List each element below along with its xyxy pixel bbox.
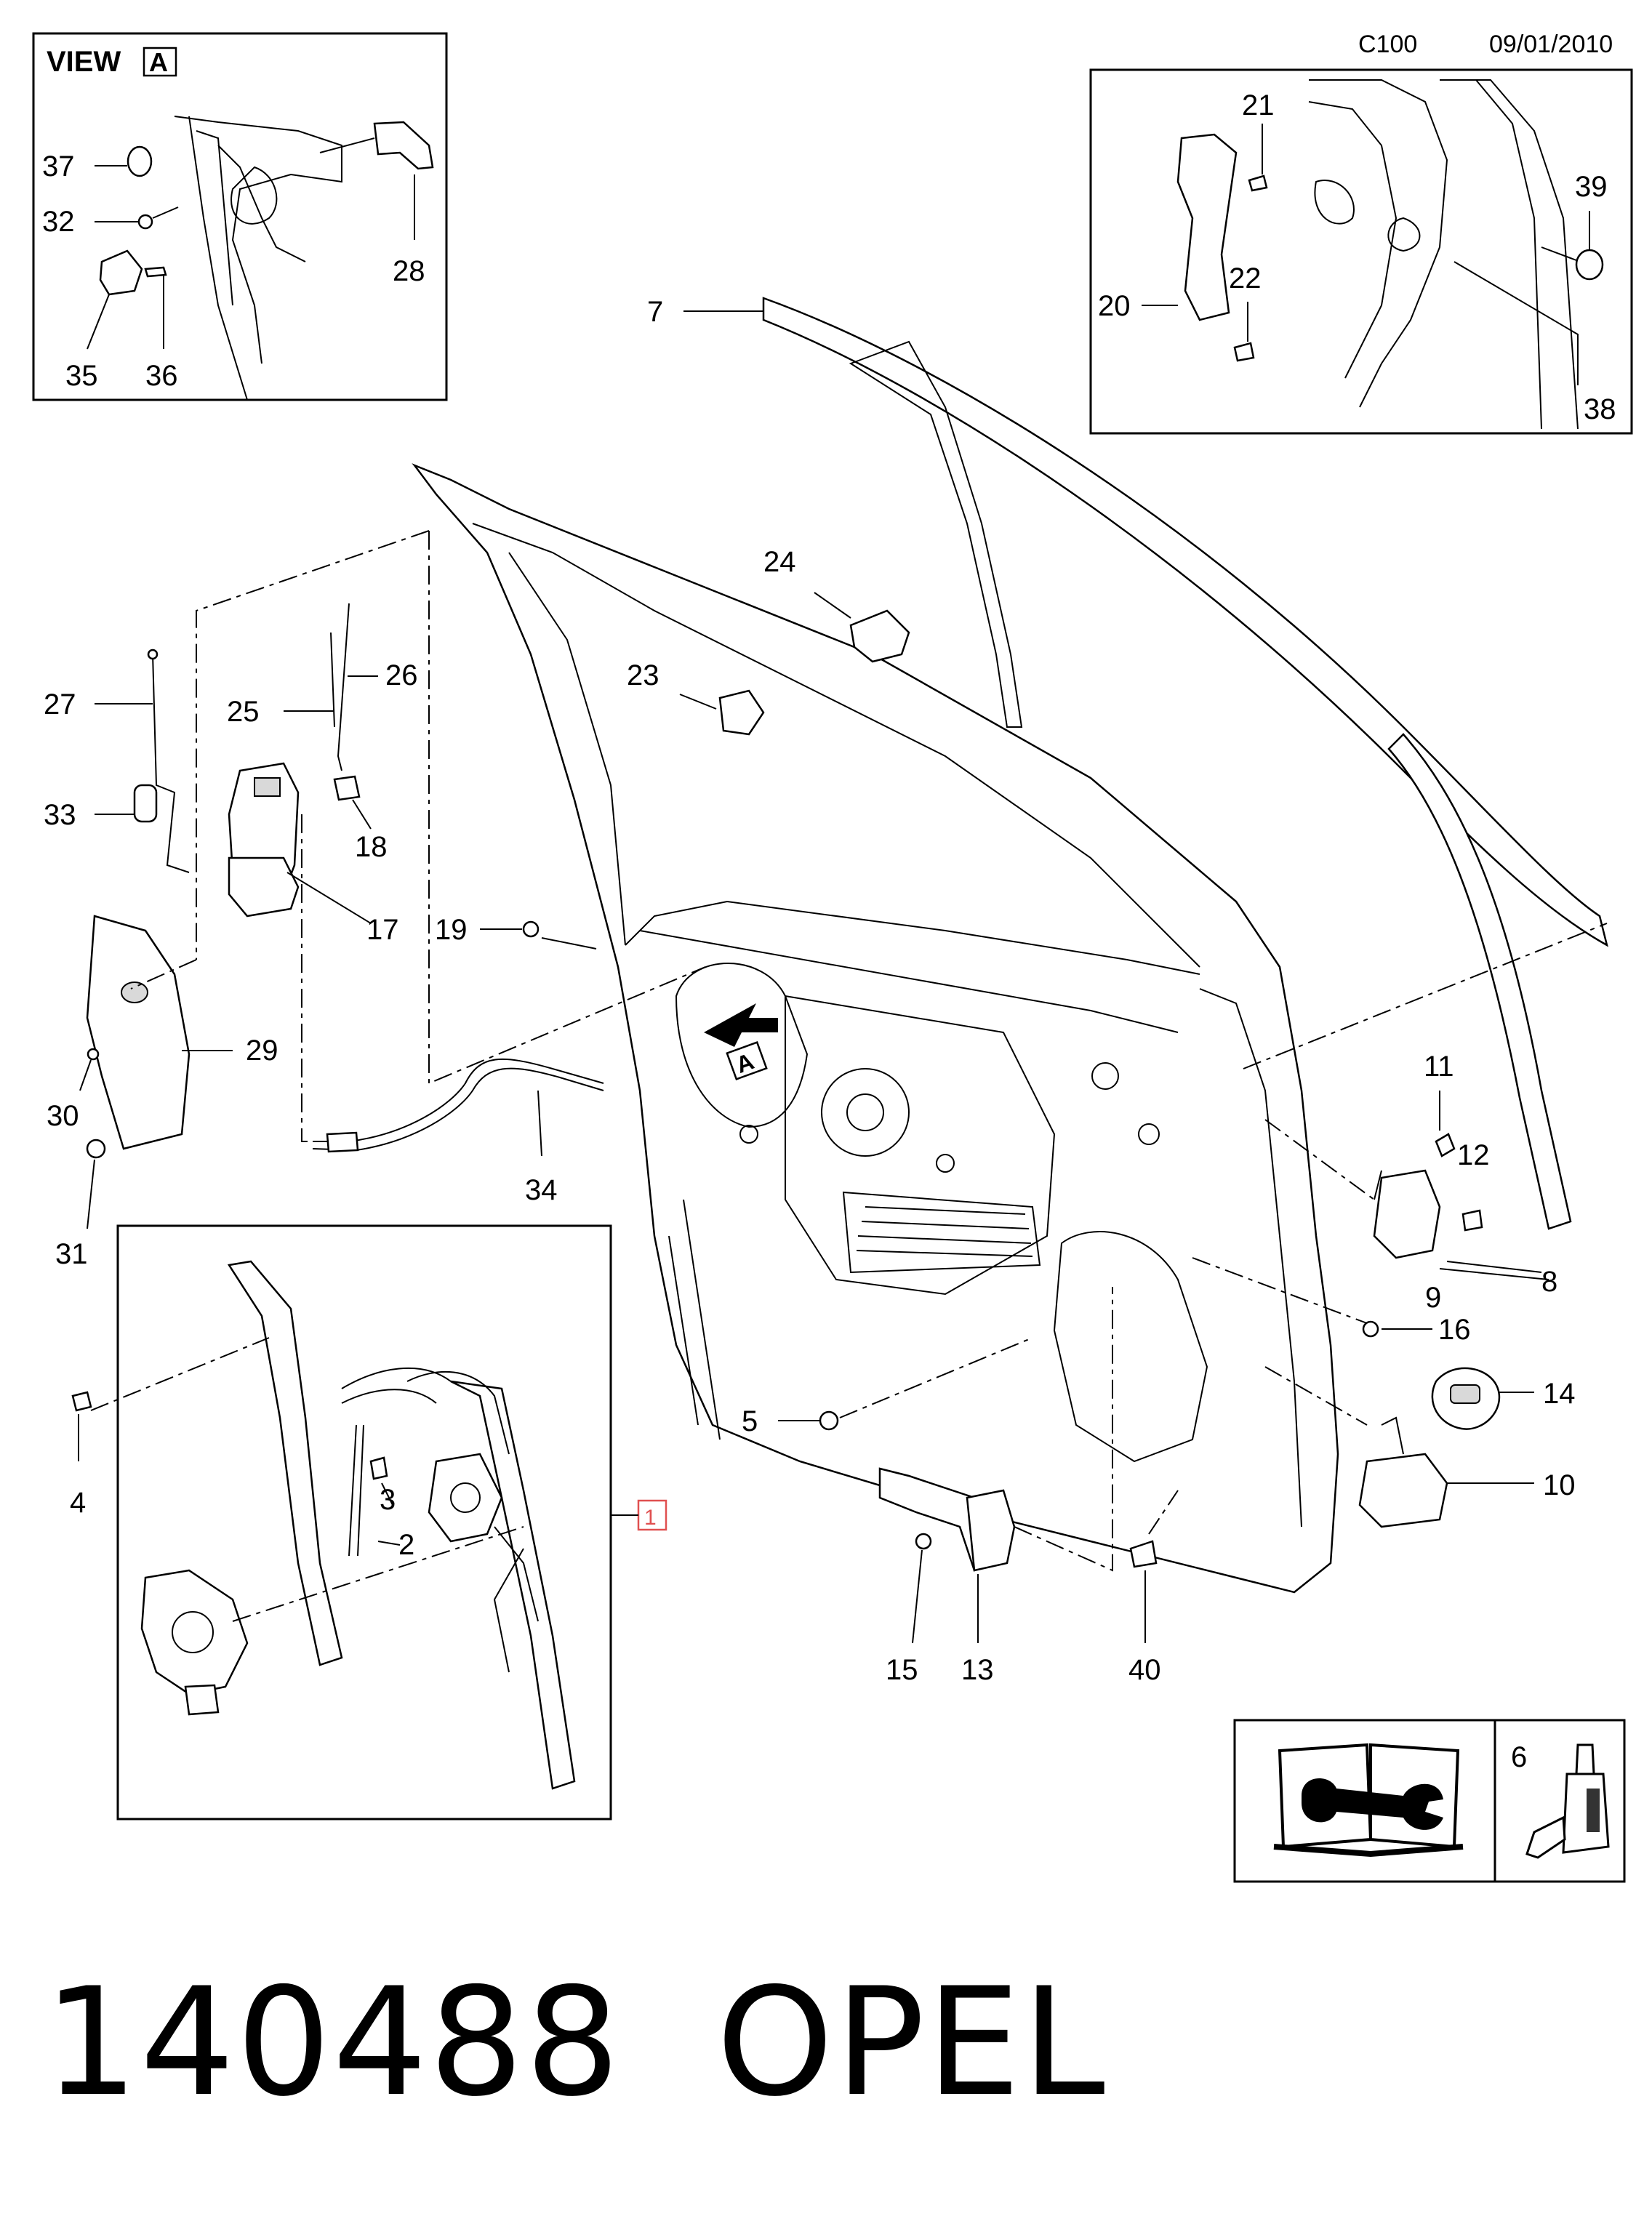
callout-28: 28 <box>393 255 425 287</box>
callout-23: 23 <box>627 659 659 691</box>
lock-assembly <box>79 530 706 1229</box>
callout-14: 14 <box>1543 1378 1576 1410</box>
callout-13: 13 <box>961 1654 994 1686</box>
wrench-icon <box>1302 1778 1443 1830</box>
view-a-inset: VIEW A <box>32 32 448 401</box>
callout-32: 32 <box>42 206 75 238</box>
view-marker: A <box>149 47 168 77</box>
callout-12: 12 <box>1457 1139 1490 1171</box>
callout-15: 15 <box>886 1654 918 1686</box>
callout-39: 39 <box>1575 171 1608 203</box>
callout-19: 19 <box>435 914 468 946</box>
callout-9: 9 <box>1425 1282 1441 1314</box>
callout-40: 40 <box>1128 1654 1161 1686</box>
brand-name: OPEL <box>716 1956 1107 2129</box>
callout-labels: 37 32 35 36 28 21 20 22 39 38 7 24 23 27… <box>42 89 1616 1773</box>
part-7-window-run <box>683 297 1608 1230</box>
callout-35: 35 <box>65 360 98 392</box>
view-title: VIEW <box>47 46 121 78</box>
callout-37: 37 <box>42 150 75 182</box>
callout-18: 18 <box>355 831 388 863</box>
callout-7: 7 <box>647 296 663 328</box>
callout-10: 10 <box>1543 1469 1576 1501</box>
callout-33: 33 <box>44 799 76 831</box>
callout-27: 27 <box>44 689 76 720</box>
callout-3: 3 <box>380 1484 396 1516</box>
callout-11: 11 <box>1424 1051 1454 1083</box>
diagram-date: 09/01/2010 <box>1489 31 1613 58</box>
callout-5: 5 <box>742 1405 758 1437</box>
callout-20: 20 <box>1098 290 1131 322</box>
regulator-inset <box>90 1224 667 1820</box>
callout-22: 22 <box>1229 262 1262 294</box>
part-number: 140488 <box>44 1956 622 2129</box>
callout-30: 30 <box>47 1100 79 1132</box>
callout-26: 26 <box>385 659 418 691</box>
callout-34: 34 <box>525 1174 558 1206</box>
hinge-parts <box>71 592 1608 1644</box>
callout-2: 2 <box>398 1529 414 1561</box>
symbol-legend <box>1233 1719 1626 1883</box>
callout-6: 6 <box>1511 1741 1527 1773</box>
callout-4: 4 <box>70 1487 86 1519</box>
door-shell: A <box>412 463 1339 1594</box>
callout-16: 16 <box>1438 1314 1471 1346</box>
callout-29: 29 <box>246 1035 278 1067</box>
callout-24: 24 <box>763 546 796 578</box>
callout-17: 17 <box>366 914 399 946</box>
callout-38: 38 <box>1584 393 1616 425</box>
callout-36: 36 <box>145 360 178 392</box>
sealant-tube-icon <box>1525 1743 1610 1859</box>
callout-21: 21 <box>1242 89 1275 121</box>
callout-31: 31 <box>55 1238 88 1270</box>
diagram-code: C100 <box>1358 31 1418 58</box>
detail-inset-top-right <box>1089 68 1633 435</box>
callout-25: 25 <box>227 696 260 728</box>
callout-1: 1 <box>644 1506 657 1530</box>
callout-8: 8 <box>1541 1266 1557 1298</box>
